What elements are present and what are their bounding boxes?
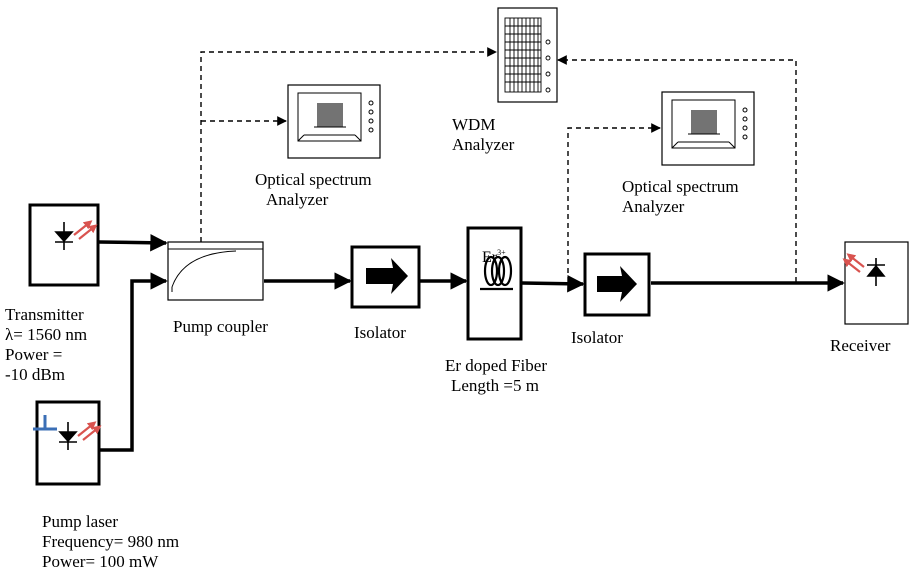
isolator-2-label: Isolator (571, 328, 623, 347)
er-fiber-block[interactable]: Er3+ (466, 226, 523, 341)
osa-2-title: Optical spectrum (622, 177, 739, 196)
wdm-grid-icon (504, 17, 551, 93)
transmitter-power-label: Power = (5, 345, 63, 364)
emission-arrow-icon (73, 220, 98, 240)
tap-isolator-to-osa (567, 123, 661, 282)
laser-diode-icon (58, 422, 78, 450)
bias-tee-icon (33, 415, 57, 431)
link-fiber-isolator (521, 274, 585, 293)
pump-coupler-block[interactable] (167, 241, 264, 301)
pump-laser-label: Pump laser Frequency= 980 nm Power= 100 … (42, 512, 179, 572)
pump-laser-title: Pump laser (42, 512, 119, 531)
pump-laser-block[interactable] (33, 400, 102, 486)
detector-icon (866, 258, 886, 286)
er-fiber-title: Er doped Fiber (445, 356, 547, 375)
osa-1-label: Optical spectrum Analyzer (255, 170, 372, 210)
pump-laser-power: Power= 100 mW (42, 552, 159, 571)
osa-1-block[interactable] (287, 84, 381, 159)
pump-laser-frequency: Frequency= 980 nm (42, 532, 180, 551)
link-transmitter-coupler (98, 234, 168, 252)
spectrum-screen-icon (297, 92, 374, 142)
transmitter-title: Transmitter (5, 305, 84, 324)
osa-2-subtitle: Analyzer (622, 197, 685, 216)
wdm-subtitle: Analyzer (452, 135, 515, 154)
isolator-1-label: Isolator (354, 323, 406, 342)
osa-2-label: Optical spectrum Analyzer (622, 177, 739, 217)
incoming-light-icon (842, 253, 865, 273)
monitor-taps (200, 47, 797, 282)
fiber-spool-icon (480, 255, 513, 291)
er-symbol: Er3+ (482, 248, 506, 266)
wdm-title: WDM (452, 115, 496, 134)
pump-coupler-label: Pump coupler (173, 317, 268, 336)
wdm-analyzer-block[interactable] (497, 7, 558, 103)
osa-1-title: Optical spectrum (255, 170, 372, 189)
osa-2-block[interactable] (661, 91, 755, 166)
signal-path (98, 234, 845, 452)
link-pump-coupler (99, 272, 168, 452)
isolator-arrow-icon (366, 258, 408, 294)
transmitter-wavelength: λ= 1560 nm (5, 325, 88, 344)
osa-1-subtitle: Analyzer (266, 190, 329, 209)
coupler-curve-icon (171, 250, 237, 288)
transmitter-power-value: -10 dBm (5, 365, 65, 384)
wdm-label: WDM Analyzer (452, 115, 514, 155)
isolator-1-block[interactable] (350, 245, 421, 309)
transmitter-label: Transmitter λ= 1560 nm Power = -10 dBm (5, 305, 87, 385)
spectrum-screen-icon (671, 99, 748, 149)
isolator-2-block[interactable] (583, 252, 651, 317)
tap-output-to-wdm (557, 55, 797, 282)
er-fiber-label: Er doped Fiber Length =5 m (445, 356, 547, 396)
isolator-arrow-icon (597, 266, 637, 302)
receiver-label: Receiver (830, 336, 891, 355)
photodiode-icon (54, 222, 74, 250)
tap-coupler-to-wdm (200, 47, 497, 242)
transmitter-block[interactable] (28, 203, 100, 287)
emission-arrow-icon (77, 421, 102, 441)
receiver-block[interactable] (842, 241, 909, 325)
er-fiber-length: Length =5 m (451, 376, 539, 395)
